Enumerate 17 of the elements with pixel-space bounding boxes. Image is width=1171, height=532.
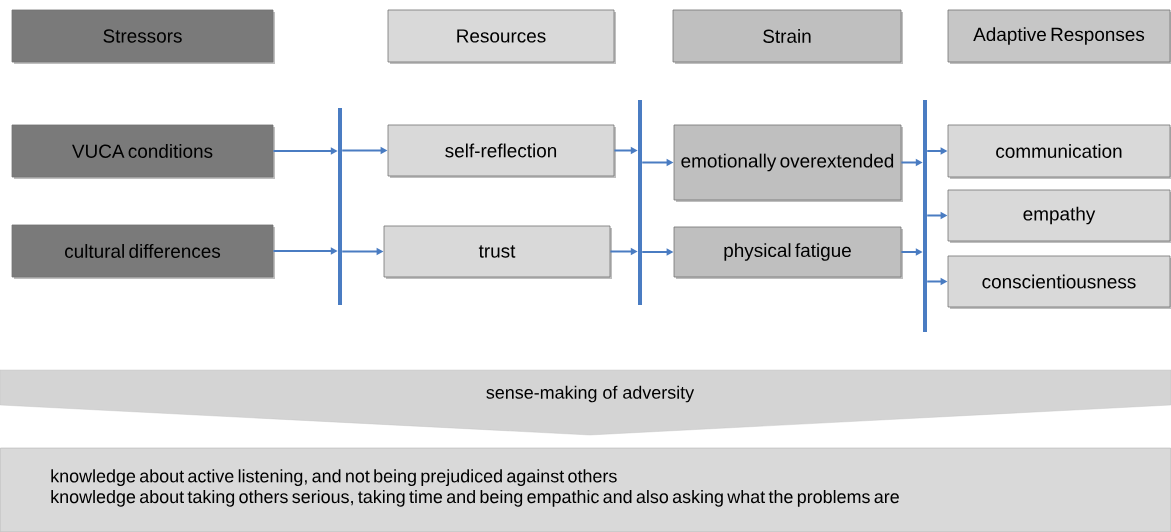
note-box [0,447,1171,532]
header-box: Strain [672,9,903,64]
stressor-box: VUCA conditions [11,124,275,179]
response-box: empathy [947,189,1171,243]
strain-box: emotionally overextended [673,124,903,202]
strain-box: physical fatigue [673,226,903,279]
note-text: knowledge about taking others serious, taking time and being empathic and also asking what the problems are [51,490,899,507]
header-box: Resources [387,9,616,64]
note-text: knowledge about active listening, and not being prejudiced against others [51,469,617,486]
response-box: communication [947,124,1171,179]
chevron-band: sense-making of adversity [0,369,1171,436]
resource-box: self-reflection [387,124,616,178]
resource-box: trust [383,225,612,279]
response-box: conscientiousness [947,255,1171,309]
header-box: Adaptive Responses [947,9,1171,64]
header-box: Stressors [11,9,275,64]
stressor-box: cultural differences [11,224,275,279]
